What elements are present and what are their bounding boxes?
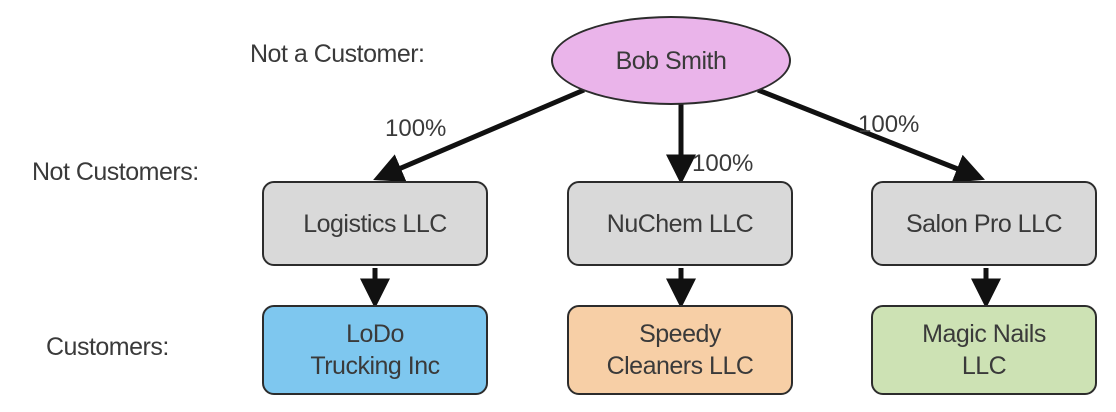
customer-node-magic-nails: Magic Nails LLC bbox=[871, 305, 1097, 395]
ownership-right-label: 100% bbox=[858, 111, 920, 138]
person-node-bob-smith: Bob Smith bbox=[551, 16, 791, 105]
customer-node-speedy-cleaners: Speedy Cleaners LLC bbox=[567, 305, 793, 395]
company-node-logistics: Logistics LLC bbox=[262, 181, 488, 266]
arrow-bob-to-logistics bbox=[373, 87, 585, 182]
ownership-left-label: 100% bbox=[385, 115, 447, 142]
row-label-not-a-customer: Not a Customer: bbox=[250, 40, 425, 68]
company-node-salon-pro: Salon Pro LLC bbox=[871, 181, 1097, 266]
row-label-not-customers: Not Customers: bbox=[32, 158, 199, 186]
row-label-customers: Customers: bbox=[46, 333, 169, 361]
arrow-bob-to-salon-pro bbox=[757, 87, 985, 183]
ownership-center-label: 100% bbox=[692, 150, 754, 177]
customer-node-lodo-trucking: LoDo Trucking Inc bbox=[262, 305, 488, 395]
company-node-nuchem: NuChem LLC bbox=[567, 181, 793, 266]
